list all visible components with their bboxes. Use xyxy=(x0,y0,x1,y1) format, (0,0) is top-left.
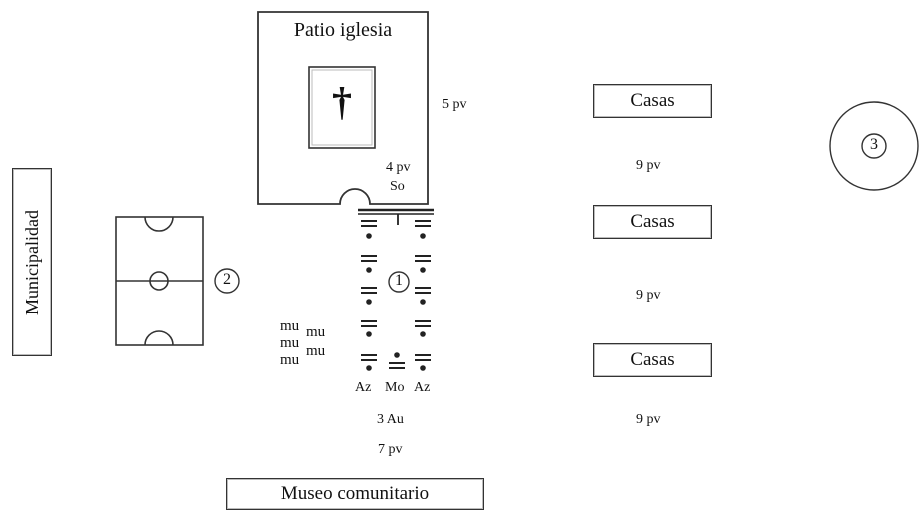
figure xyxy=(415,320,431,337)
museo-label: Museo comunitario xyxy=(280,483,430,504)
figure xyxy=(361,354,377,371)
figure-center xyxy=(389,352,405,369)
marker-circle-1 xyxy=(388,271,410,293)
label-3au: 3 Au xyxy=(377,412,404,427)
figure xyxy=(361,287,377,305)
label-az-right: Az xyxy=(414,380,431,395)
figure xyxy=(361,320,377,337)
pv-label: 9 pv xyxy=(636,158,661,173)
marker-circle-3-outer xyxy=(829,101,919,191)
figure xyxy=(361,220,377,239)
figure xyxy=(361,255,377,273)
sports-field xyxy=(115,216,204,346)
marker-2-number: 2 xyxy=(223,271,231,288)
pv-label: 9 pv xyxy=(636,412,661,427)
marker-3-number: 3 xyxy=(870,136,878,153)
mu-label: mu xyxy=(280,352,300,368)
casas-box-3: Casas xyxy=(593,343,712,377)
label-7pv: 7 pv xyxy=(378,442,403,457)
procession-figures xyxy=(361,220,431,371)
figure xyxy=(415,354,431,371)
casas-label: Casas xyxy=(630,349,675,370)
casas-box-2: Casas xyxy=(593,205,712,239)
casas-label: Casas xyxy=(630,90,675,111)
label-mo: Mo xyxy=(385,380,405,395)
church-patio-outline xyxy=(257,11,429,205)
museo-box: Museo comunitario xyxy=(226,478,484,510)
municipalidad-label: Municipalidad xyxy=(21,209,42,315)
marker-circle-2 xyxy=(214,268,240,294)
marker-1-number: 1 xyxy=(395,272,403,289)
figure xyxy=(415,255,431,273)
marker-circle-3-inner xyxy=(861,133,887,159)
label-5pv: 5 pv xyxy=(442,97,467,112)
mu-label: mu xyxy=(280,318,300,334)
mu-label: mu xyxy=(306,343,326,359)
cross-icon: † xyxy=(332,79,352,124)
procession-top-bar xyxy=(358,208,434,225)
church-title: Patio iglesia xyxy=(293,19,393,41)
figure xyxy=(415,220,431,239)
label-4pv: 4 pv xyxy=(386,160,411,175)
casas-box-1: Casas xyxy=(593,84,712,118)
church-building xyxy=(308,66,376,149)
mu-label: mu xyxy=(280,335,300,351)
municipalidad-box: Municipalidad xyxy=(12,168,52,356)
label-so: So xyxy=(390,179,405,194)
pv-label: 9 pv xyxy=(636,288,661,303)
mu-label: mu xyxy=(306,324,326,340)
label-az-left: Az xyxy=(355,380,372,395)
casas-label: Casas xyxy=(630,211,675,232)
figure xyxy=(415,287,431,305)
